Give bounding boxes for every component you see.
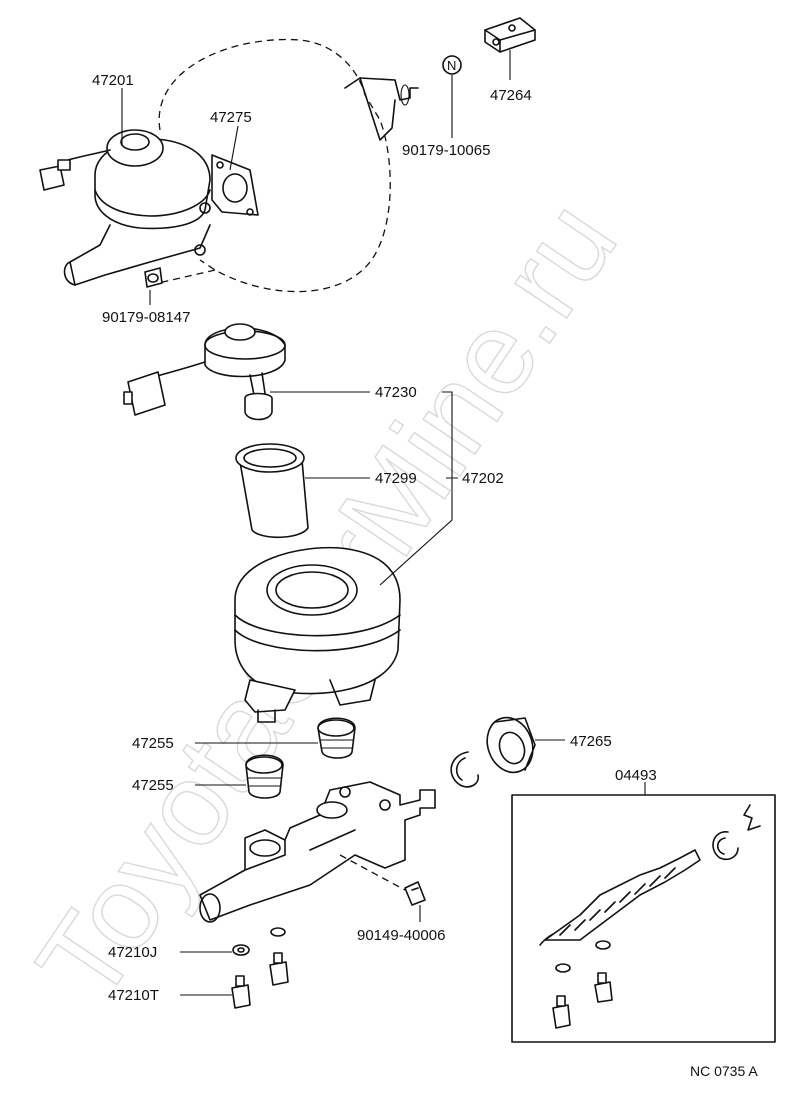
master-cylinder-body <box>199 781 436 923</box>
label-47255-lower: 47255 <box>132 777 174 794</box>
label-47265: 47265 <box>570 733 612 750</box>
strainer-47299 <box>235 443 309 539</box>
screw-90149-40006 <box>339 854 426 906</box>
label-90179-08147: 90179-08147 <box>102 309 190 326</box>
grommet-47255-lower <box>245 754 284 799</box>
reservoir-cap-47230 <box>123 323 286 421</box>
label-47201: 47201 <box>92 72 134 89</box>
label-47210j: 47210J <box>108 944 157 961</box>
label-47230: 47230 <box>375 384 417 401</box>
figure-code: NC 0735 A <box>690 1063 758 1079</box>
leader-lines <box>121 50 646 996</box>
washer-47210j <box>232 927 286 956</box>
bracket-47264 <box>484 17 536 53</box>
part-labels: 47201 47275 90179-10065 47264 90179-0814… <box>92 72 758 1079</box>
nut-90179-10065: N <box>442 55 462 75</box>
label-47275: 47275 <box>210 109 252 126</box>
label-47210t: 47210T <box>108 987 159 1004</box>
brake-booster-outline <box>149 38 419 293</box>
label-90149-40006: 90149-40006 <box>357 927 445 944</box>
gasket-47275 <box>211 154 259 216</box>
label-47299: 47299 <box>375 470 417 487</box>
reservoir-assembly-top <box>39 129 211 286</box>
label-04493: 04493 <box>615 767 657 784</box>
svg-text:N: N <box>447 58 456 73</box>
union-47210t <box>231 952 289 1009</box>
reservoir-47202 <box>234 546 401 723</box>
label-47264: 47264 <box>490 87 532 104</box>
seal-47265 <box>486 716 536 774</box>
label-47255-upper: 47255 <box>132 735 174 752</box>
nut-90179-08147 <box>144 267 163 288</box>
snap-ring <box>450 751 480 788</box>
repair-kit-04493 <box>511 794 776 1043</box>
label-47202: 47202 <box>462 470 504 487</box>
label-90179-10065: 90179-10065 <box>402 142 490 159</box>
grommet-47255-upper <box>317 717 356 759</box>
